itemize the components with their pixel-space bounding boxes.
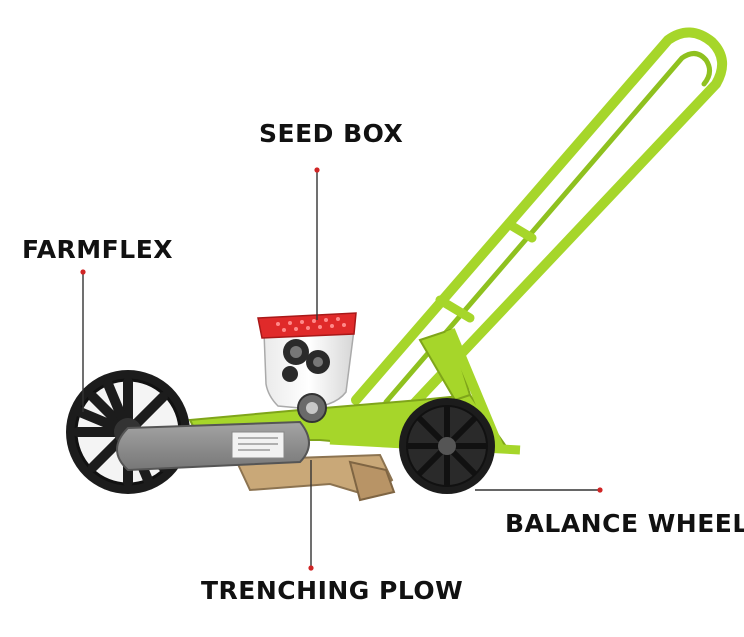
trenching-plow	[234, 453, 396, 502]
label-farmflex: FARMFLEX	[22, 235, 174, 264]
leader-lines	[80, 167, 603, 571]
seed-box	[257, 312, 357, 423]
balance-wheel	[399, 398, 495, 494]
label-balance-wheel: BALANCE WHEEL	[505, 509, 744, 538]
drive-housing	[116, 420, 310, 472]
label-seed-box: SEED BOX	[259, 119, 404, 148]
handle-frame	[351, 27, 727, 415]
label-trenching-plow: TRENCHING PLOW	[201, 576, 464, 605]
